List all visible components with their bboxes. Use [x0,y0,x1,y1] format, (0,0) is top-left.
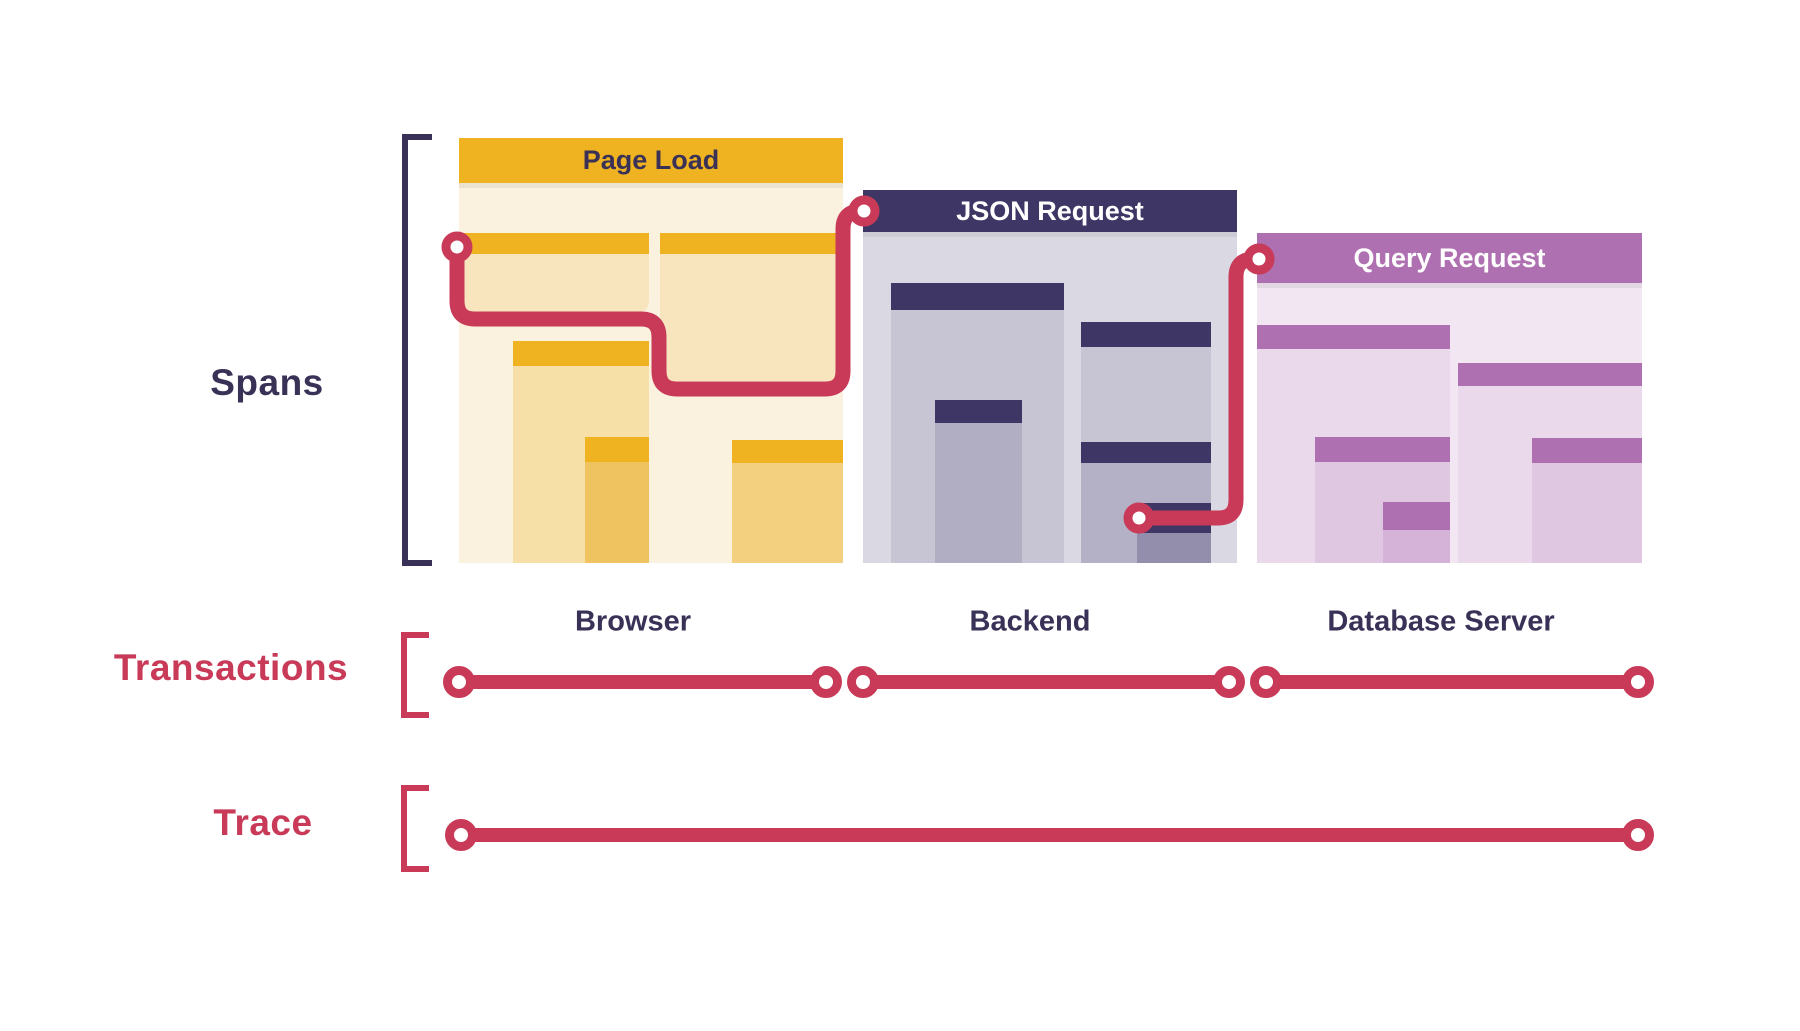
service-label-browser: Browser [574,605,692,638]
span-bar [1532,438,1642,563]
span-bar [935,400,1022,563]
transactions-label: Transactions [113,647,349,688]
trace-line-endpoint [445,819,477,851]
span-bar [732,440,843,563]
transaction-endpoint [1213,666,1245,698]
spans-bracket [402,134,432,566]
query-request-header: Query Request [1257,233,1642,283]
transaction-endpoint [1622,666,1654,698]
span-bar [459,233,649,312]
panel-page-load: Page Load [459,138,843,563]
transaction-endpoint [810,666,842,698]
transaction-endpoint [847,666,879,698]
trace-bracket [401,785,429,872]
transaction-endpoint [443,666,475,698]
panel-json-request: JSON Request [863,190,1237,563]
panel-query-request: Query Request [1257,233,1642,563]
span-bar [585,437,649,563]
transaction-endpoint [1250,666,1282,698]
span-bar [1081,322,1211,442]
span-bar [1383,502,1450,563]
service-label-database-server: Database Server [1327,605,1555,638]
trace-line-endpoint [1622,819,1654,851]
json-request-header: JSON Request [863,190,1237,232]
span-bar [1137,503,1211,563]
span-bar [660,233,843,381]
service-label-backend: Backend [969,605,1091,638]
trace-label: Trace [213,802,313,843]
page-load-header: Page Load [459,138,843,183]
transactions-bracket [401,632,429,718]
spans-label: Spans [210,362,324,403]
